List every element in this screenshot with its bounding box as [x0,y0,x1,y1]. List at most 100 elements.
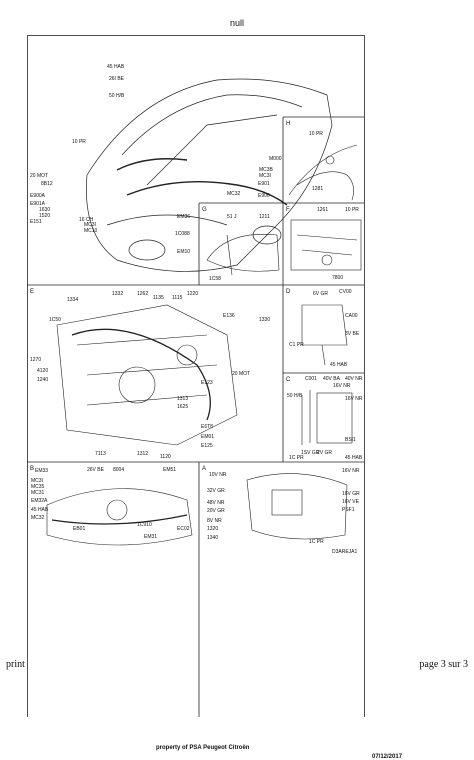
diagram-label: MC3I [84,222,96,228]
diagram-label: MC10 [84,228,98,234]
diagram-label: MC32 [31,515,45,521]
diagram-label: 45 HAB [345,455,363,461]
diagram-label: 1261 [317,207,328,213]
diagram-label: 45 HAB [330,362,348,368]
panel-D-drawing [301,304,348,366]
diagram-label: 8V NR [207,518,222,524]
diagram-label: 1312 [137,451,148,457]
diagram-label: 48V NR [207,500,225,506]
panel-letter-F: F [286,207,290,213]
diagram-label: 1C PR [309,539,324,545]
diagram-label: EM51 [163,467,176,473]
diagram-label: 10 PR [309,131,323,137]
footer-date: 07/12/2017 [372,754,403,760]
diagram-label: 2V GR [317,450,332,456]
diagram-label: 45 HAB [31,507,49,513]
diagram-label: 1630 [39,207,50,213]
print-label: print [6,659,25,670]
page-label: page 3 sur 3 [419,659,468,670]
diagram-label: 1281 [312,186,323,192]
diagram-label: E6T8 [201,424,213,430]
diagram-label: 16V NR [342,468,360,474]
main-labels: 45 HAB 26I BE 50 H/B 10 PR 20 MOT 8B12 M… [30,64,282,255]
diagram-label: 1C PR [289,455,304,461]
diagram-label: MC32 [227,191,241,197]
diagram-label: 16V NR [345,396,363,402]
panel-E-labels: 1334 1332 1262 1135 1115 1220 1C50 E136 … [30,291,270,460]
diagram-label: E901 [258,181,270,187]
diagram-label: 3V BE [345,331,360,337]
panel-letter-E: E [30,289,34,295]
diagram-label: 32V GR [207,488,225,494]
panel-letter-A: A [202,466,206,472]
diagram-label: 1120 [160,454,171,460]
diagram-label: 1C088 [175,231,190,237]
diagram-label: 1340 [207,535,218,541]
diagram-label: 20 MOT [30,173,48,179]
diagram-label: CA00 [345,313,358,319]
diagram-code: D3AREJA1 [332,549,358,555]
panel-letter-C: C [286,377,291,383]
diagram-label: MC3B [259,167,274,173]
diagram-label: 1240 [37,377,48,383]
panel-B-drawing [46,488,193,546]
diagram-label: 10 PR [345,207,359,213]
diagram-label: 26I BE [109,76,125,82]
diagram-label: EM32A [31,498,48,504]
diagram-label: C001 [305,376,317,382]
diagram-label: E123 [201,380,213,386]
diagram-label: 1330 [259,317,270,323]
diagram-label: E151 [30,219,42,225]
panel-H-drawing [288,144,358,201]
diagram-label: 50 H/B [287,393,303,399]
diagram-svg: H G F E D C B A 45 HAB 26I BE 50 H/B 10 … [27,35,365,717]
diagram-label: 10V NR [209,472,227,478]
panel-letter-B: B [30,466,34,472]
diagram-label: 1625 [177,404,188,410]
diagram-label: 7113 [95,451,106,457]
diagram-label: CV00 [339,289,352,295]
panel-C-drawing [301,390,353,445]
diagram-label: MC31 [31,490,45,496]
diagram-label: 16 CH [79,217,94,223]
panel-F-drawing [290,219,362,271]
car-drawing [86,78,333,272]
panel-G-drawing [206,234,280,276]
diagram-label: 16V GR [342,491,360,497]
diagram-label: 4120 [37,368,48,374]
diagram-label: 1211 [259,214,270,220]
diagram-label: 8B12 [41,181,53,187]
diagram-label: EM36 [177,214,190,220]
diagram-label: EM01 [201,434,214,440]
diagram-label: MC3I [31,478,43,484]
diagram-label: 40V BA [323,376,341,382]
diagram-label: 1320 [207,526,218,532]
diagram-label: E125 [201,443,213,449]
diagram-label: 1SV GR [301,450,320,456]
wiring-diagram: H G F E D C B A 45 HAB 26I BE 50 H/B 10 … [27,35,446,717]
panel-letter-G: G [202,207,207,213]
diagram-label: 1135 [153,295,164,301]
diagram-label: EM10 [177,249,190,255]
diagram-label: 1C50 [49,317,61,323]
diagram-label: 1262 [137,291,148,297]
diagram-label: 20V GR [207,508,225,514]
diagram-label: 40V NR [345,376,363,382]
diagram-label: E900 [258,193,270,199]
diagram-label: 1313 [177,396,188,402]
diagram-label: 1520 [39,213,50,219]
diagram-label: C1 PR [289,342,304,348]
diagram-label: 50 H/B [109,93,125,99]
diagram-label: EB01 [73,526,85,532]
diagram-label: 1332 [112,291,123,297]
footer-owner: property of PSA Peugeot Citroën [156,745,250,751]
diagram-label: 20 MOT [232,371,250,377]
diagram-label: 16V NR [333,383,351,389]
diagram-label: E901A [30,201,46,207]
diagram-label: EC02 [177,526,190,532]
panel-A-drawing [246,473,348,540]
diagram-label: MC35 [31,484,45,490]
diagram-label: 16V VE [342,499,360,505]
diagram-label: 7800 [332,275,343,281]
diagram-label: 1C910 [137,522,152,528]
